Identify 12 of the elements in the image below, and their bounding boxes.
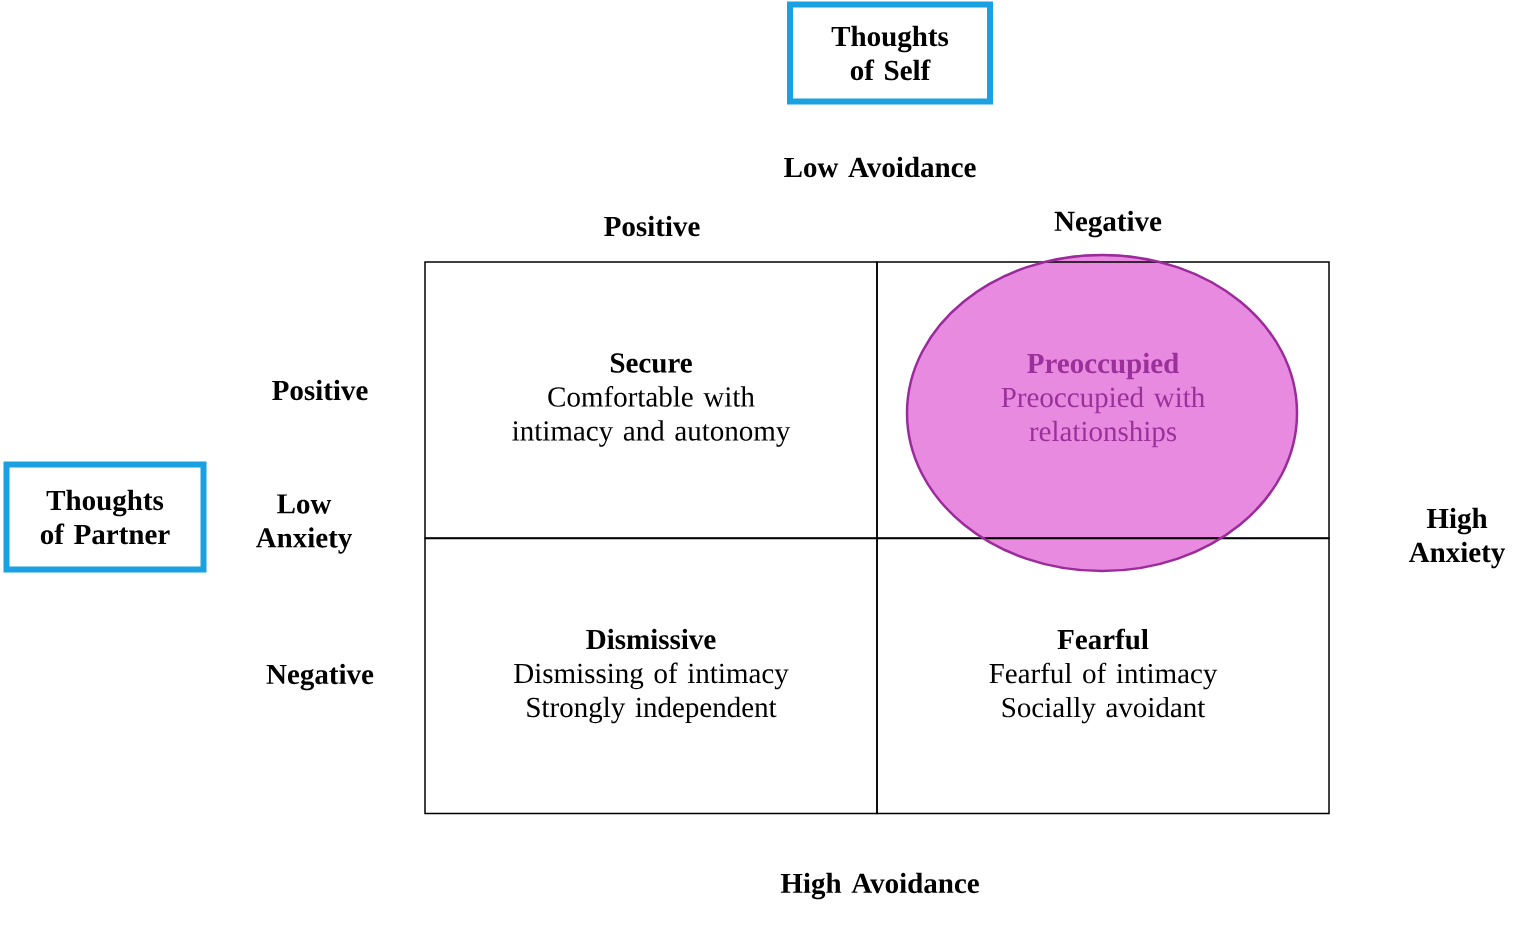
- heading-box: Thoughts of Partner: [3, 461, 207, 573]
- axis-label: High Avoidance: [780, 872, 979, 900]
- axis-label: High Anxiety: [1408, 507, 1506, 569]
- quadrant-cell: Preoccupied Preoccupied with relationships: [876, 261, 1330, 539]
- quadrant-cell: Secure Comfortable with intimacy and autonomy: [424, 261, 878, 539]
- quadrant-cell: Fearful Fearful of intimacy Socially avoidant: [876, 537, 1330, 815]
- quadrant-cell: Dismissive Dismissing of intimacy Strongly independent: [424, 537, 878, 815]
- axis-label: Positive: [272, 379, 368, 401]
- axis-label: Low Avoidance: [784, 156, 976, 178]
- heading-box: Thoughts of Self: [787, 1, 993, 105]
- axis-label: Low Anxiety: [255, 494, 353, 554]
- axis-label: Negative: [266, 663, 374, 691]
